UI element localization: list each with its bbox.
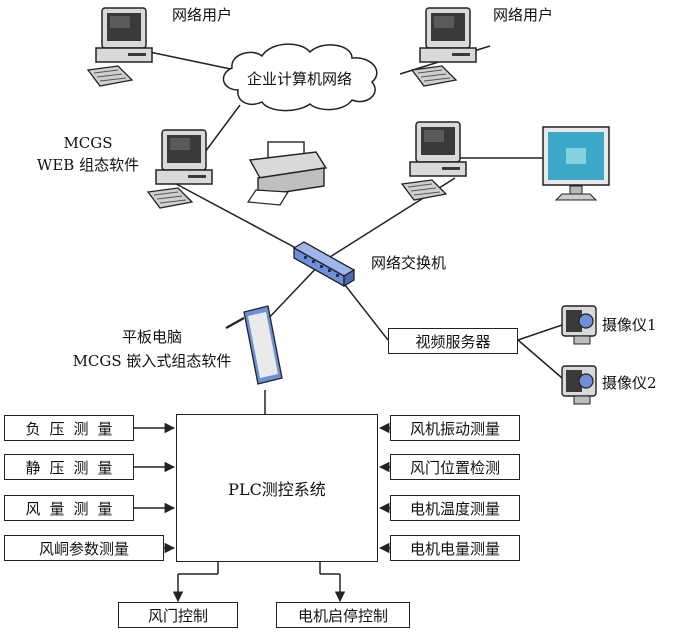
plc-system-label: PLC测控系统 xyxy=(228,480,326,499)
air-volume-box: 风量测量 xyxy=(4,495,134,521)
mcgs-web-label-line2: WEB 组态软件 xyxy=(36,156,140,174)
camera-2-icon xyxy=(561,365,597,405)
web-computer-icon xyxy=(147,129,213,209)
motor-start-stop-box: 电机启停控制 xyxy=(276,602,410,628)
duct-parameter-box: 风峒参数测量 xyxy=(4,535,164,561)
monitor-icon xyxy=(542,126,610,201)
negative-pressure-box: 负压测量 xyxy=(4,415,134,441)
tablet-label-line1: 平板电脑 xyxy=(121,328,182,346)
network-user-left-label: 网络用户 xyxy=(172,6,233,24)
network-user-right-label: 网络用户 xyxy=(493,6,554,24)
user-computer-right-icon xyxy=(411,7,477,87)
camera-1-label: 摄像仪1 xyxy=(602,316,657,334)
tablet-icon xyxy=(225,305,283,385)
camera-2-label: 摄像仪2 xyxy=(602,374,657,392)
camera-1-icon xyxy=(561,305,597,345)
tablet-label-line2: MCGS 嵌入式组态软件 xyxy=(72,352,232,370)
plc-system-box: PLC测控系统 xyxy=(176,414,378,562)
fan-vibration-box: 风机振动测量 xyxy=(390,415,520,441)
network-switch-icon xyxy=(292,241,356,288)
connection-lines xyxy=(134,45,563,603)
monitor-computer-icon xyxy=(401,121,467,201)
cloud-icon xyxy=(222,43,378,112)
static-pressure-box: 静压测量 xyxy=(4,454,134,480)
motor-temperature-box: 电机温度测量 xyxy=(390,495,520,521)
motor-power-box: 电机电量测量 xyxy=(390,535,520,561)
damper-control-box: 风门控制 xyxy=(118,602,238,628)
video-server-box: 视频服务器 xyxy=(388,328,518,354)
printer-icon xyxy=(246,141,328,206)
mcgs-web-label-line1: MCGS xyxy=(63,134,113,152)
enterprise-network-label: 企业计算机网络 xyxy=(247,70,353,88)
user-computer-left-icon xyxy=(87,7,153,87)
damper-position-box: 风门位置检测 xyxy=(390,454,520,480)
network-switch-label: 网络交换机 xyxy=(371,254,447,272)
